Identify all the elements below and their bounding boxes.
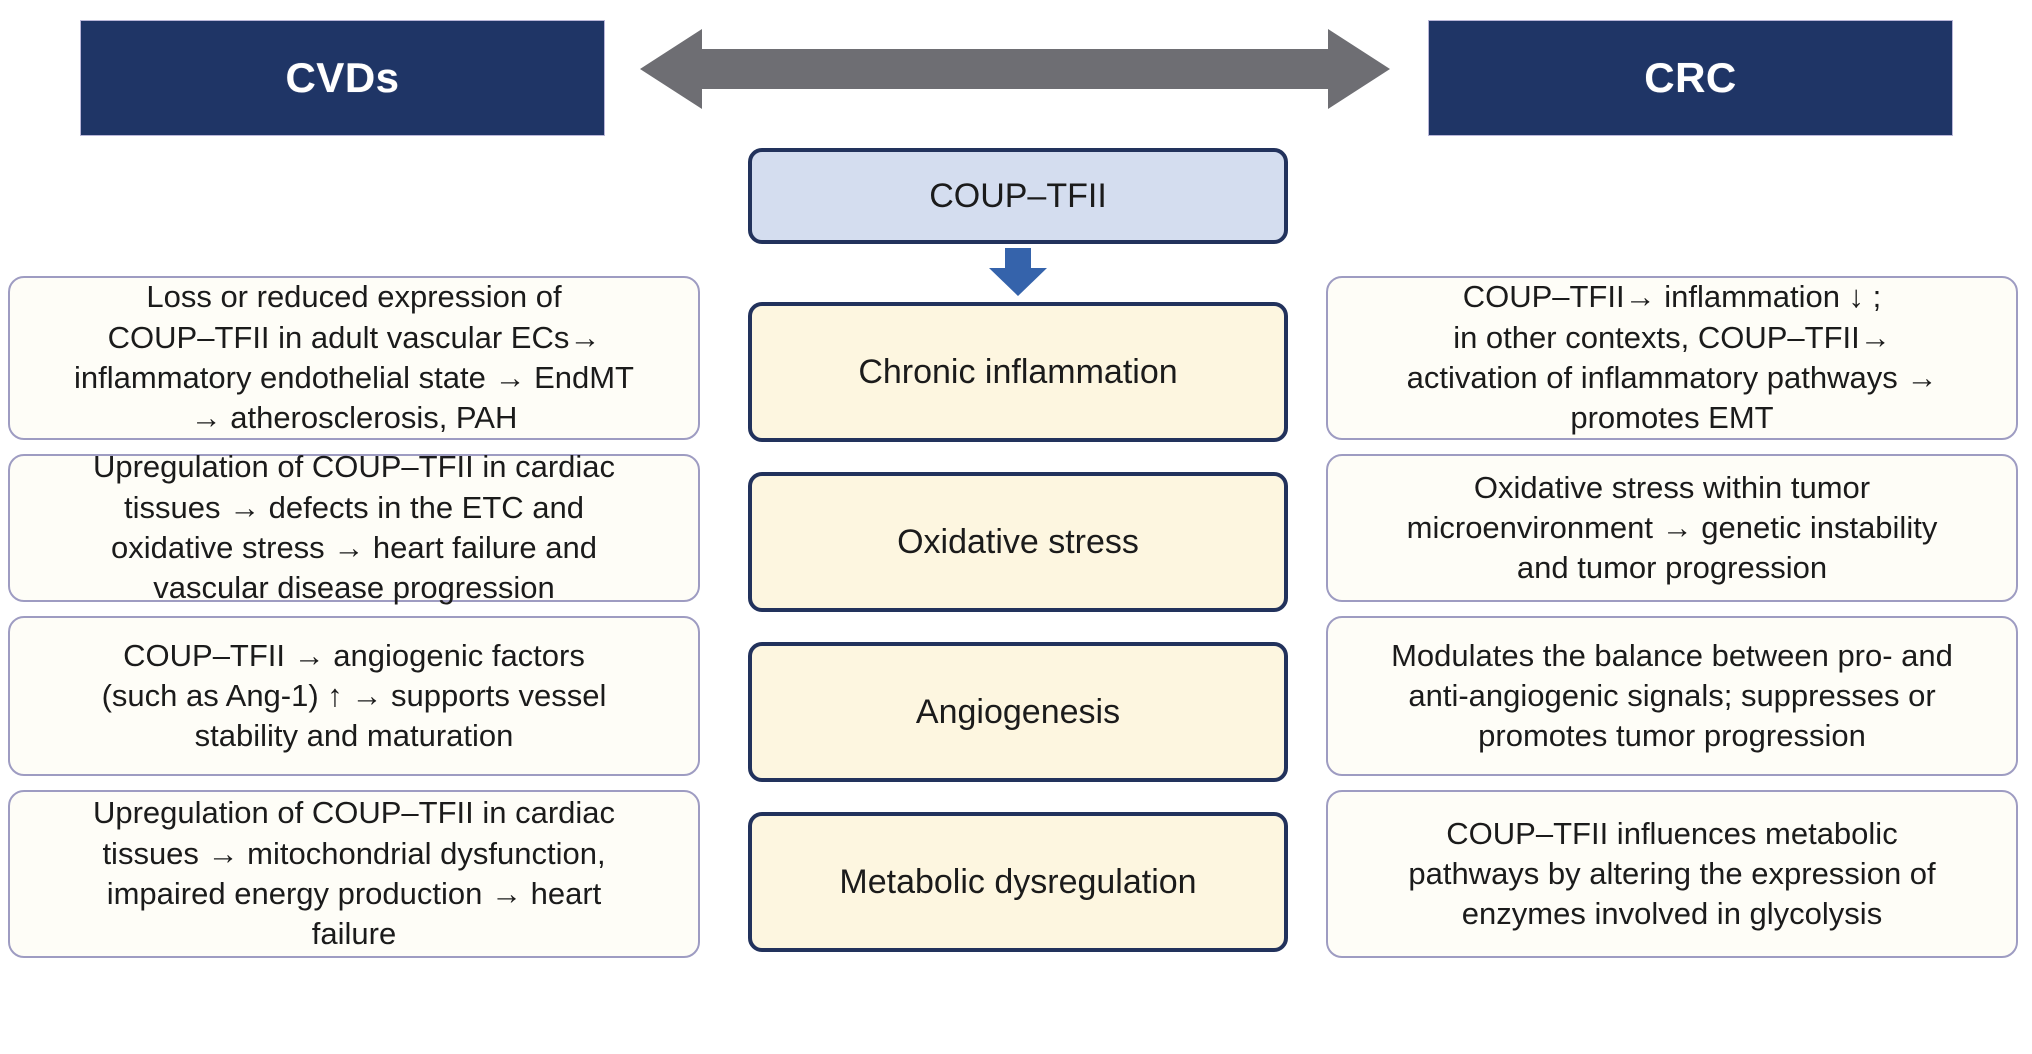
- mechanism-box-angiogenesis: Angiogenesis: [748, 642, 1288, 782]
- cvds-box-oxidative-stress: Upregulation of COUP–TFII in cardiac tis…: [8, 449, 700, 605]
- cvds-box-text: Upregulation of COUP–TFII in cardiac tis…: [92, 795, 616, 952]
- mechanism-label: Angiogenesis: [915, 692, 1121, 731]
- coup-tfii-regulator-box: COUP–TFII: [748, 148, 1288, 244]
- mechanism-label: Chronic inflammation: [858, 352, 1178, 391]
- crc-box-angiogenesis: Modulates the balance between pro- and a…: [1326, 616, 2018, 776]
- cvds-box-chronic-inflammation: Loss or reduced expression of COUP–TFII …: [8, 276, 700, 440]
- header-crc-label: CRC: [1644, 54, 1737, 101]
- double-headed-arrow: [640, 23, 1390, 115]
- mechanism-box-chronic-inflammation: Chronic inflammation: [748, 302, 1288, 442]
- crc-box-text: COUP–TFII→ inflammation ↓ ; in other con…: [1406, 279, 1938, 436]
- header-cvds: CVDs: [80, 20, 605, 136]
- cvds-box-angiogenesis: COUP–TFII → angiogenic factors (such as …: [8, 616, 700, 776]
- header-crc: CRC: [1428, 20, 1953, 136]
- coup-tfii-label: COUP–TFII: [929, 176, 1107, 215]
- cvds-box-text: Loss or reduced expression of COUP–TFII …: [74, 279, 634, 436]
- cvds-box-text: COUP–TFII → angiogenic factors (such as …: [101, 637, 607, 754]
- mechanism-box-metabolic-dysregulation: Metabolic dysregulation: [748, 812, 1288, 952]
- cvds-box-text: Upregulation of COUP–TFII in cardiac tis…: [92, 449, 616, 606]
- crc-box-oxidative-stress: Oxidative stress within tumor microenvir…: [1326, 454, 2018, 602]
- center-column: COUP–TFII Chronic inflammation Oxidative…: [748, 148, 1288, 982]
- mechanism-label: Metabolic dysregulation: [839, 862, 1197, 901]
- header-cvds-label: CVDs: [285, 54, 400, 101]
- down-arrow: [748, 244, 1288, 302]
- crc-box-text: Oxidative stress within tumor microenvir…: [1406, 469, 1938, 586]
- crc-box-metabolic-dysregulation: COUP–TFII influences metabolic pathways …: [1326, 790, 2018, 958]
- crc-box-chronic-inflammation: COUP–TFII→ inflammation ↓ ; in other con…: [1326, 276, 2018, 440]
- left-column-cvds: Loss or reduced expression of COUP–TFII …: [8, 276, 700, 972]
- mechanism-label: Oxidative stress: [897, 522, 1139, 561]
- right-column-crc: COUP–TFII→ inflammation ↓ ; in other con…: [1326, 276, 2018, 972]
- crc-box-text: Modulates the balance between pro- and a…: [1391, 637, 1953, 754]
- mechanism-box-oxidative-stress: Oxidative stress: [748, 472, 1288, 612]
- cvds-box-metabolic-dysregulation: Upregulation of COUP–TFII in cardiac tis…: [8, 790, 700, 958]
- crc-box-text: COUP–TFII influences metabolic pathways …: [1408, 815, 1936, 932]
